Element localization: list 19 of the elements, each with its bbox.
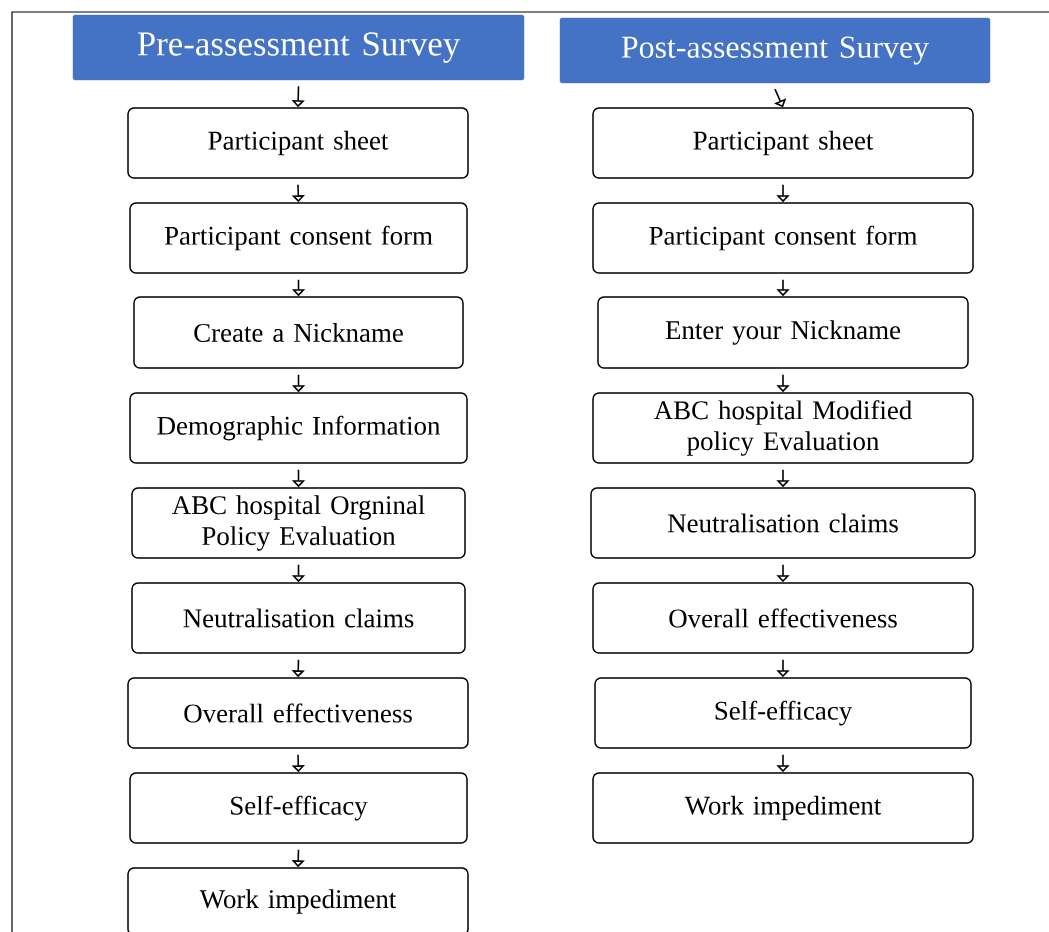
process-box: Neutralisation claims bbox=[590, 487, 976, 559]
process-box: ABC hospital Orgninal Policy Evaluation bbox=[131, 487, 466, 559]
process-box: Participant sheet bbox=[127, 107, 469, 179]
header-box: Post-assessment Survey bbox=[559, 17, 991, 84]
process-box: Participant sheet bbox=[592, 107, 974, 179]
process-box: Neutralisation claims bbox=[131, 582, 466, 654]
process-box: Enter your Nickname bbox=[597, 296, 969, 369]
header-box: Pre-assessment Survey bbox=[72, 14, 525, 81]
process-box: Overall effectiveness bbox=[592, 582, 974, 654]
process-box: Demographic Information bbox=[129, 392, 468, 464]
process-box: Work impediment bbox=[592, 772, 974, 844]
process-box: Participant consent form bbox=[129, 202, 468, 274]
process-box: Participant consent form bbox=[592, 202, 974, 274]
process-box: Self-efficacy bbox=[594, 677, 972, 749]
process-box: Create a Nickname bbox=[133, 296, 464, 369]
process-box: ABC hospital Modified policy Evaluation bbox=[592, 392, 974, 464]
process-box: Overall effectiveness bbox=[127, 677, 469, 749]
process-box: Work impediment bbox=[127, 867, 469, 932]
process-box: Self-efficacy bbox=[129, 772, 468, 844]
